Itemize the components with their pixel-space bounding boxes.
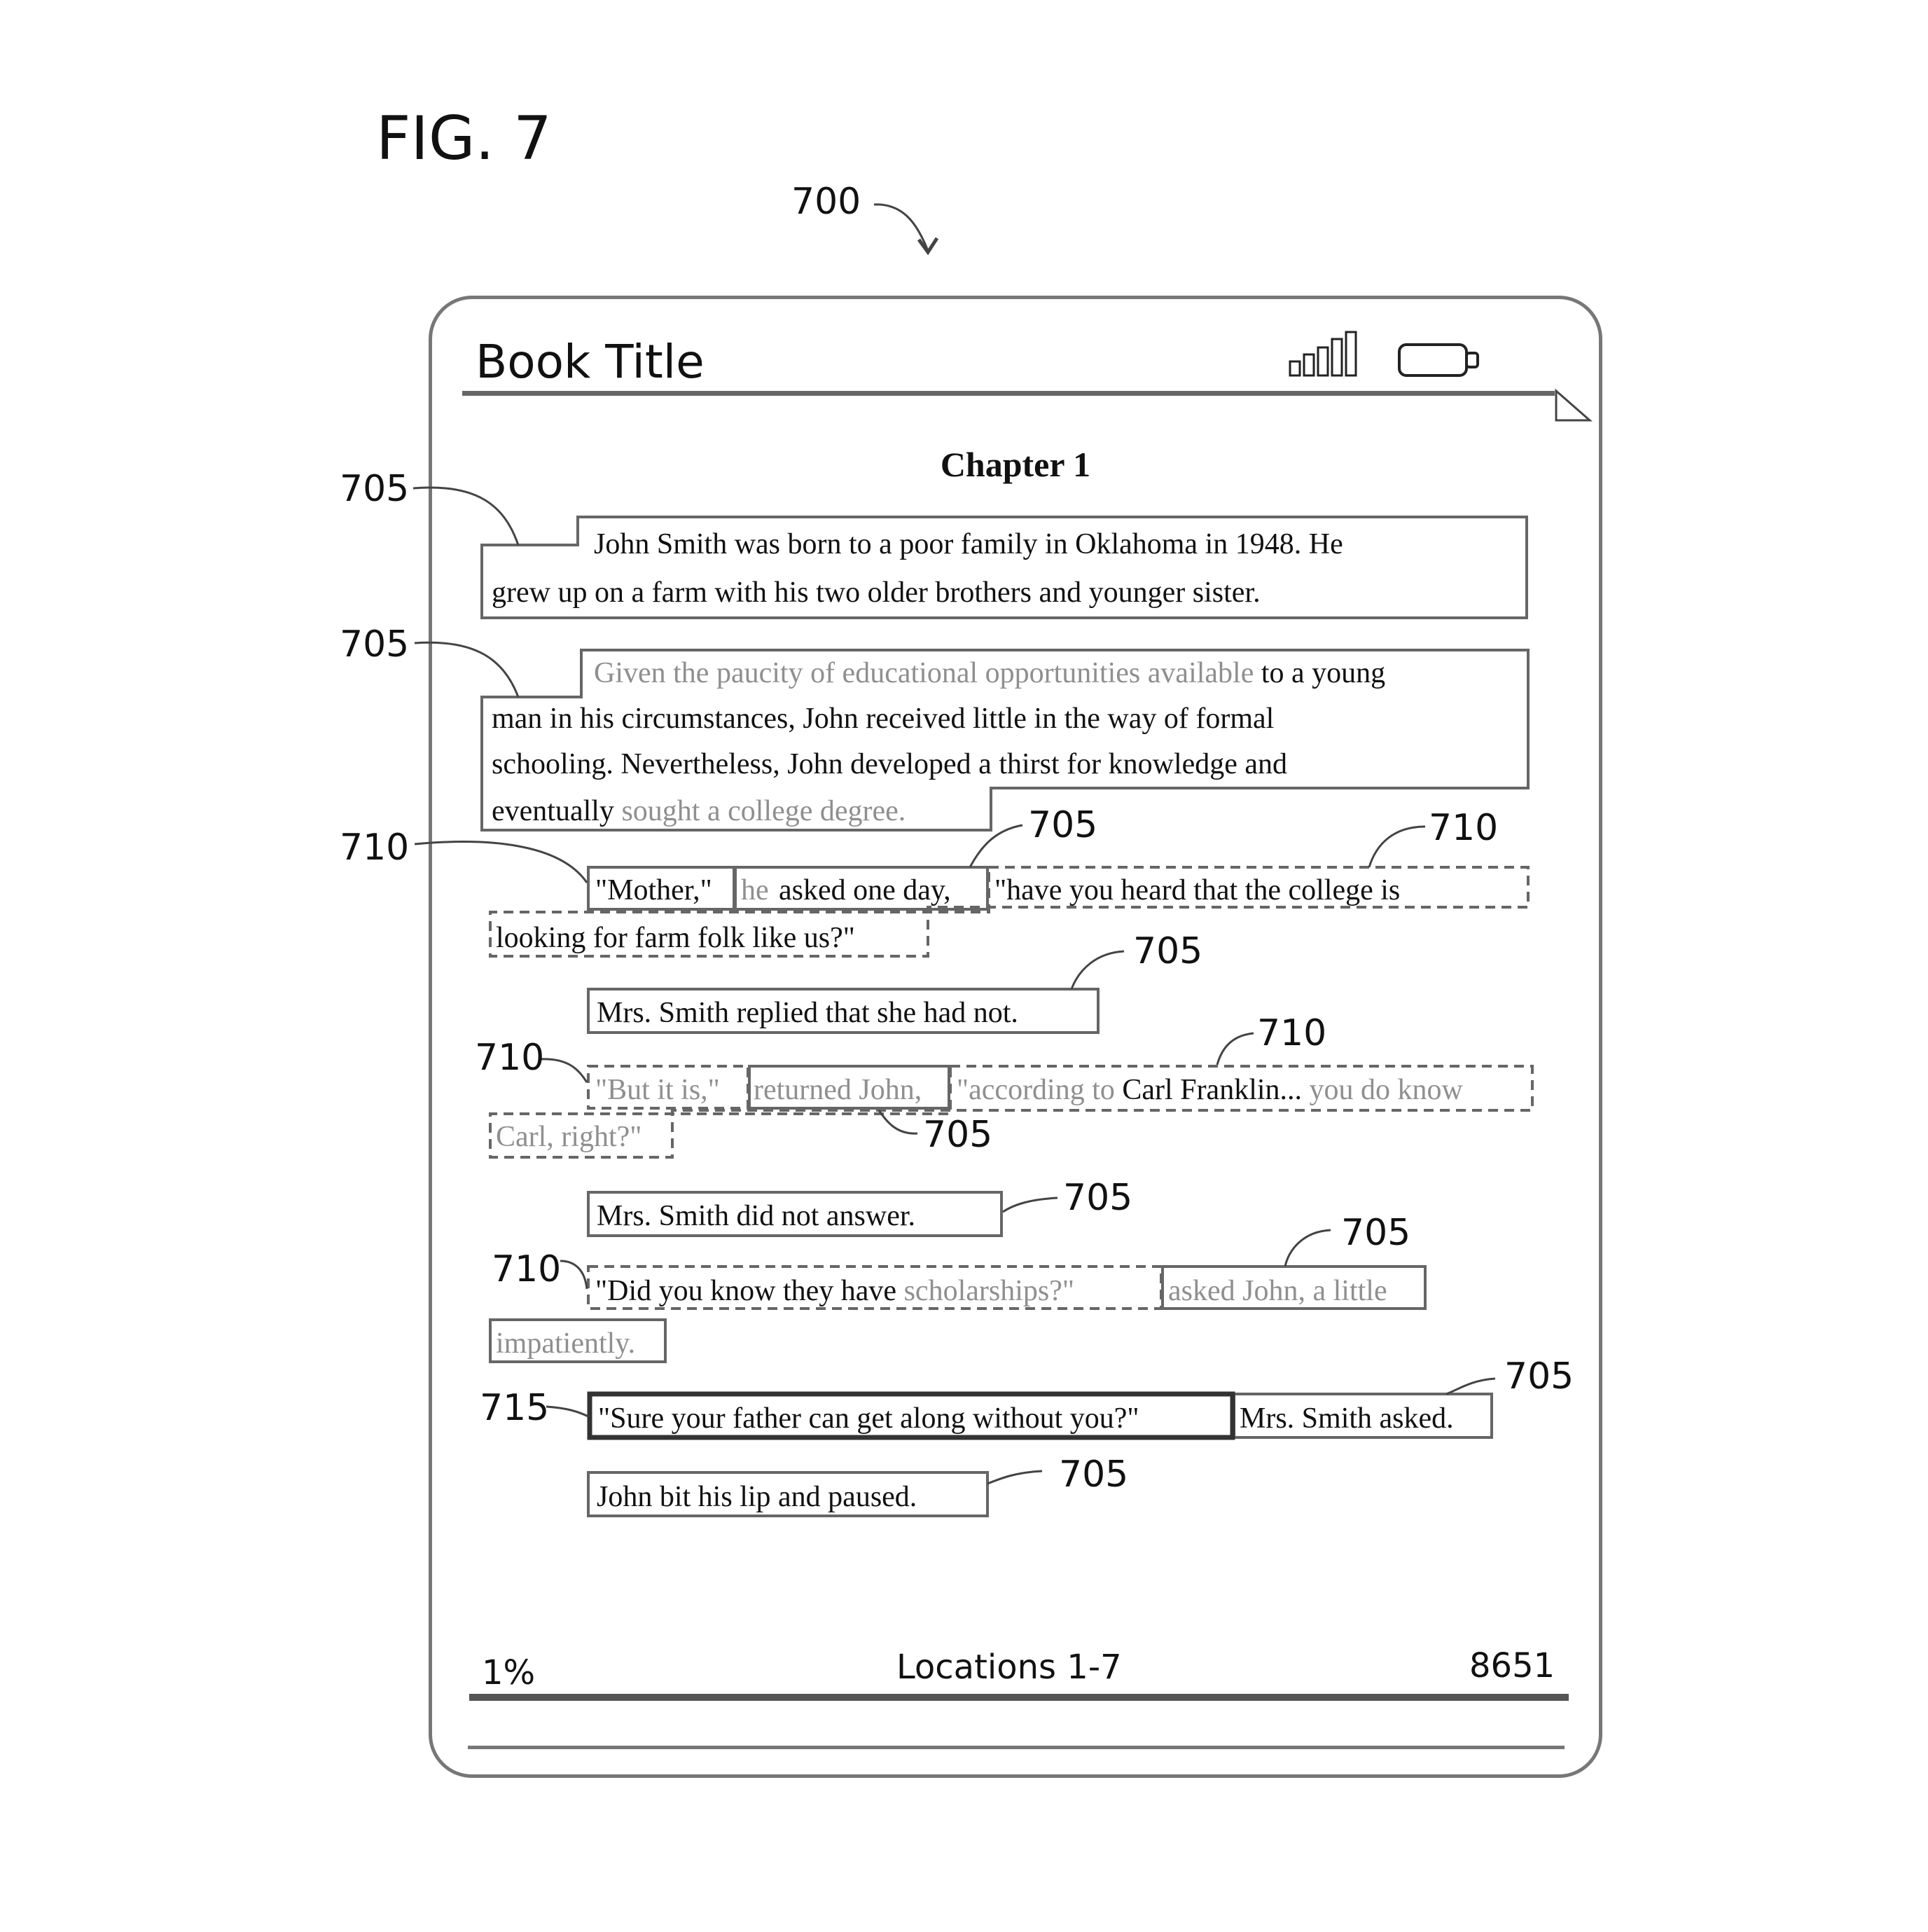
text-line: Mrs. Smith asked. bbox=[1240, 1404, 1454, 1433]
text-line: he bbox=[741, 876, 769, 905]
text-line: "Did you know they have bbox=[595, 1275, 896, 1307]
text-line: eventually bbox=[492, 795, 614, 827]
text-line: "Mother," bbox=[595, 876, 712, 905]
text-line: to a young bbox=[1261, 657, 1385, 689]
text-line: Mrs. Smith replied that she had not. bbox=[597, 998, 1018, 1028]
reference-numeral: 705 bbox=[340, 623, 409, 665]
reference-numeral: 705 bbox=[1028, 804, 1097, 846]
text-line: sought a college degree. bbox=[621, 795, 906, 827]
text-line: Mrs. Smith did not answer. bbox=[597, 1201, 915, 1231]
reference-numeral: 710 bbox=[1429, 807, 1498, 849]
text-line: Carl Franklin... bbox=[1122, 1074, 1302, 1106]
text-line: looking for farm folk like us?" bbox=[496, 923, 855, 953]
reference-numeral: 715 bbox=[480, 1387, 549, 1429]
text-line: "have you heard that the college is bbox=[994, 876, 1400, 905]
reference-numeral: 705 bbox=[1133, 930, 1202, 972]
text-line: John bit his lip and paused. bbox=[597, 1482, 917, 1512]
text-line: "according to bbox=[957, 1074, 1115, 1106]
text-line: schooling. Nevertheless, John developed … bbox=[492, 750, 1287, 779]
text-line: scholarships?" bbox=[904, 1275, 1074, 1307]
text-line: Carl, right?" bbox=[496, 1122, 641, 1152]
reference-numeral: 705 bbox=[1504, 1355, 1574, 1398]
text-line: asked John, a little bbox=[1168, 1276, 1387, 1306]
reference-numeral: 705 bbox=[1063, 1177, 1132, 1219]
reference-numeral: 705 bbox=[1341, 1212, 1410, 1254]
text-line: "But it is," bbox=[595, 1075, 720, 1105]
bottom-divider bbox=[468, 1746, 1565, 1749]
text-line: Given the paucity of educational opportu… bbox=[594, 657, 1254, 689]
total-locations: 8651 bbox=[1469, 1646, 1555, 1685]
text-line: John Smith was born to a poor family in … bbox=[594, 530, 1343, 559]
progress-percent: 1% bbox=[482, 1653, 535, 1692]
progress-bar bbox=[469, 1694, 1569, 1701]
reference-numeral: 705 bbox=[1059, 1454, 1128, 1496]
reference-numeral: 710 bbox=[475, 1037, 544, 1079]
text-line: asked one day, bbox=[779, 876, 951, 905]
location-range: Locations 1-7 bbox=[896, 1648, 1122, 1687]
text-line: "Sure your father can get along without … bbox=[598, 1404, 1139, 1433]
reference-numeral: 710 bbox=[340, 827, 409, 869]
reference-numeral: 705 bbox=[340, 468, 409, 510]
text-line: returned John, bbox=[754, 1075, 922, 1105]
text-line: man in his circumstances, John received … bbox=[492, 704, 1274, 733]
text-line: you do know bbox=[1310, 1074, 1463, 1106]
text-line: grew up on a farm with his two older bro… bbox=[492, 578, 1261, 607]
reference-numeral: 710 bbox=[1257, 1012, 1326, 1054]
reference-numeral: 710 bbox=[492, 1248, 561, 1290]
text-line: impatiently. bbox=[496, 1329, 635, 1358]
reference-numeral: 705 bbox=[923, 1114, 992, 1156]
